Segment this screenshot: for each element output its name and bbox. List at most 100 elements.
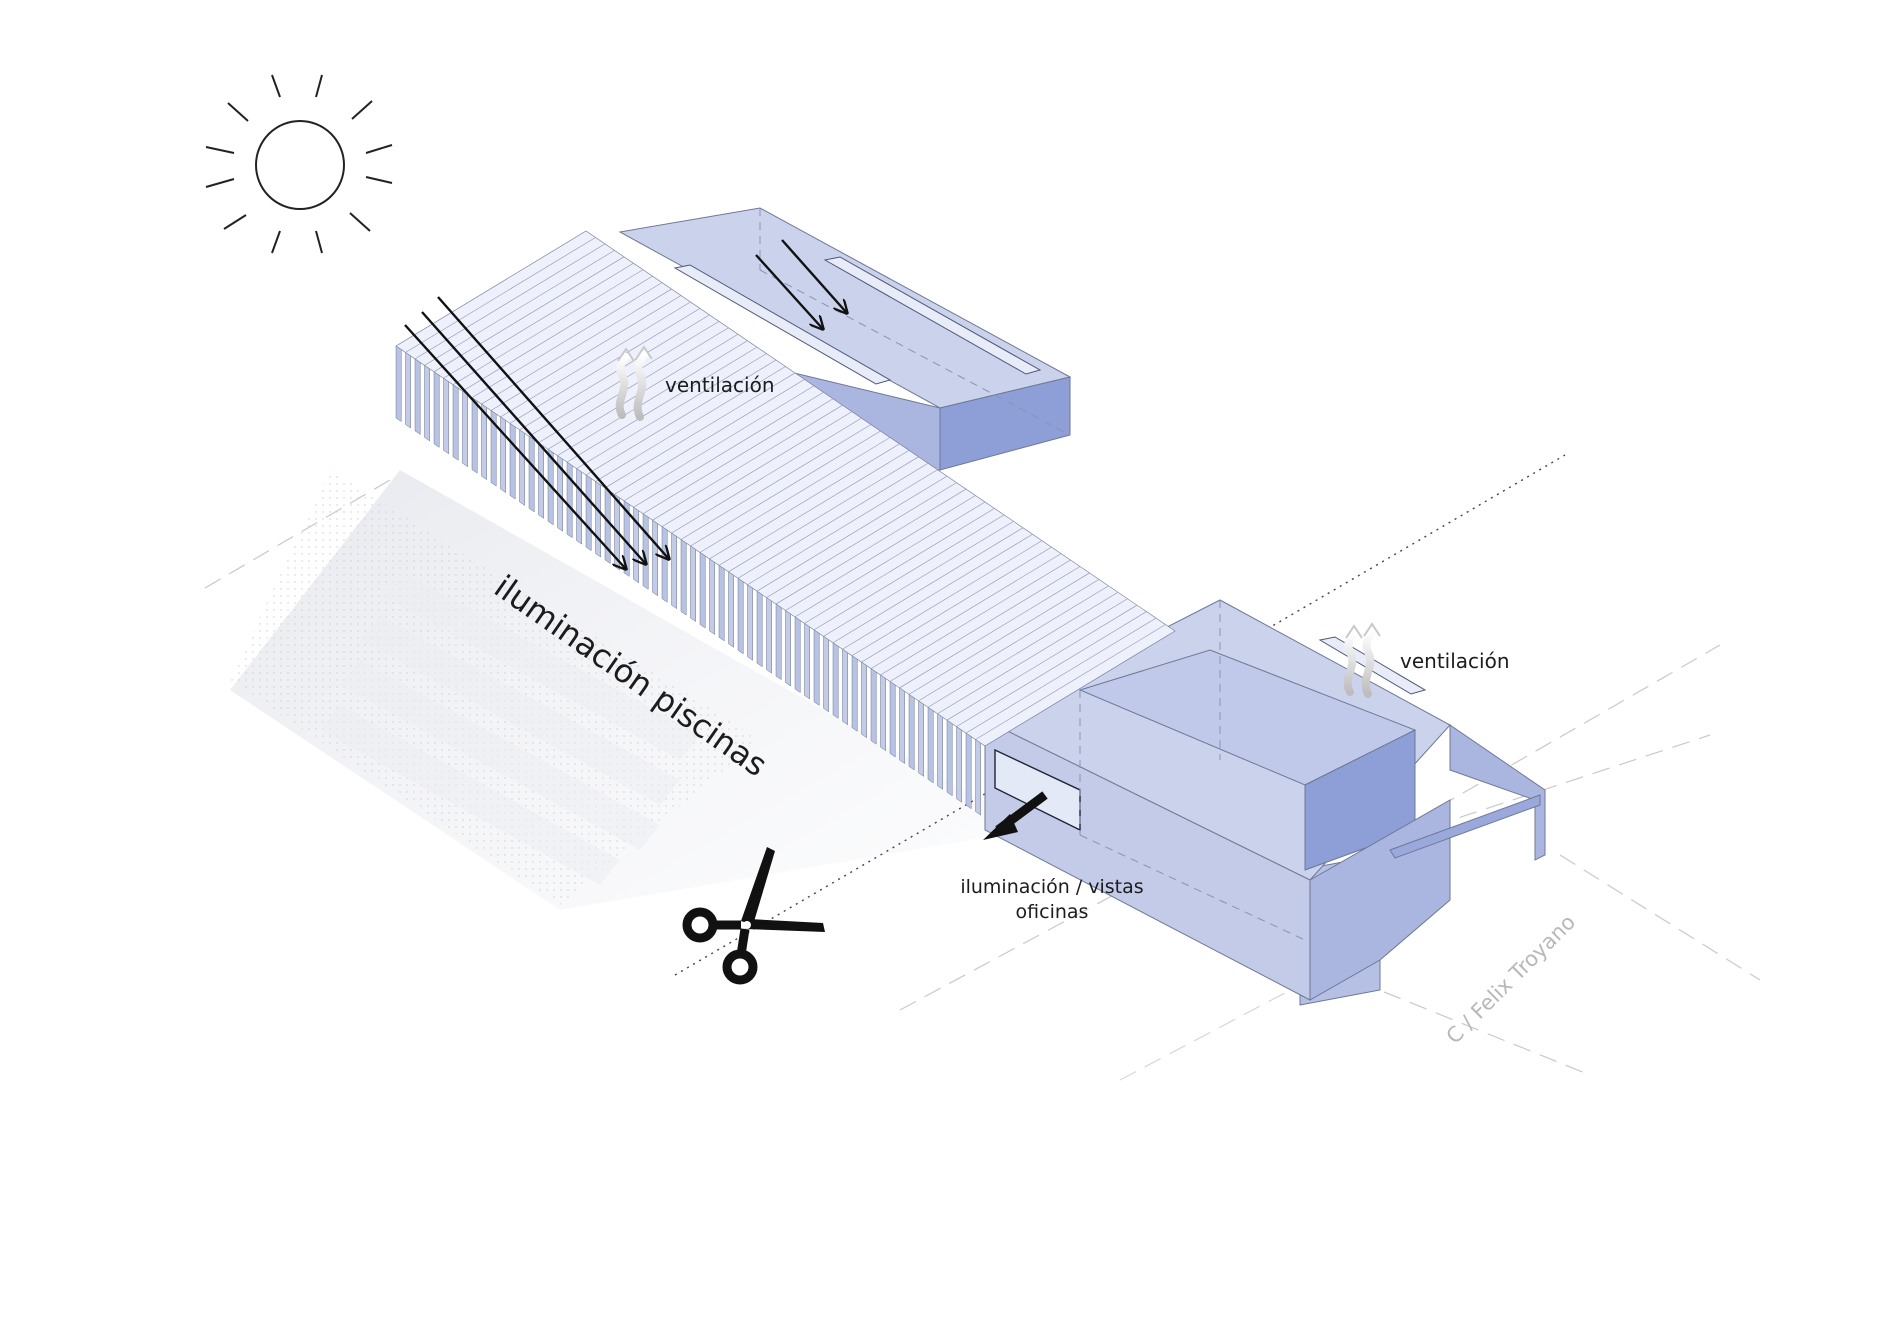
louvre-fin bbox=[500, 416, 506, 493]
louvre-fin bbox=[538, 442, 544, 519]
louvre-fin-edge bbox=[813, 514, 1005, 631]
louvre-fin-edge bbox=[775, 488, 967, 605]
louvre-fin bbox=[851, 655, 858, 732]
louvre-fin bbox=[813, 629, 820, 706]
louvre-fin-edge bbox=[661, 411, 853, 527]
louvre-fin-edge bbox=[842, 533, 1033, 650]
louvre-fin bbox=[766, 597, 772, 674]
louvre-fin bbox=[595, 481, 601, 558]
ventilation-arrows-icon bbox=[615, 345, 653, 421]
louvre-fin bbox=[433, 371, 440, 448]
louvre-fin bbox=[576, 468, 582, 545]
louvre-fin bbox=[509, 422, 516, 500]
louvre-fin-edge bbox=[889, 566, 1081, 682]
louvre-fin-edge bbox=[519, 314, 710, 431]
louvre-fin-edge bbox=[880, 559, 1071, 676]
louvre-fin-edge bbox=[756, 475, 948, 592]
louvre-fin bbox=[937, 713, 943, 790]
dashed-guide bbox=[204, 479, 391, 589]
louvre-fin bbox=[481, 403, 487, 481]
louvre-fin-edge bbox=[718, 450, 910, 566]
louvre-fin bbox=[756, 590, 763, 668]
upper-skylight-slot bbox=[673, 264, 892, 385]
louvre-fin bbox=[709, 558, 715, 635]
louvre-fin bbox=[718, 564, 725, 642]
louvre-fin-edge bbox=[538, 327, 729, 444]
louvre-fin bbox=[652, 519, 658, 597]
louvre-fin-edge bbox=[395, 230, 587, 347]
louvre-fin bbox=[889, 681, 896, 758]
louvre-fin-edge bbox=[614, 379, 805, 495]
louvre-fin bbox=[946, 719, 953, 797]
office-lighting-label-line1: iluminación / vistas bbox=[960, 876, 1143, 898]
louvre-fin-edge bbox=[804, 508, 995, 624]
louvre-fin-edge bbox=[861, 546, 1052, 663]
louvre-fin bbox=[832, 642, 839, 719]
louvre-fin bbox=[785, 610, 791, 687]
louvre-fin bbox=[965, 732, 972, 810]
dashed-guide bbox=[1559, 854, 1761, 981]
louvre-fin bbox=[690, 545, 696, 623]
louvre-fin bbox=[661, 526, 668, 603]
louvre-fin bbox=[414, 358, 421, 435]
louvre-fin bbox=[557, 455, 563, 532]
louvre-fin-edge bbox=[509, 308, 701, 424]
louvre-fin-edge bbox=[557, 340, 748, 456]
louvre-fin bbox=[918, 700, 924, 777]
louvre-fins bbox=[395, 230, 1176, 816]
canopy-frame bbox=[1449, 724, 1546, 861]
louvre-fin bbox=[471, 397, 478, 474]
ventilation-label-lower: ventilación bbox=[1400, 649, 1510, 673]
arrow-icon bbox=[421, 311, 645, 563]
louvre-fin-edge bbox=[699, 437, 891, 553]
louvre-fin-edge bbox=[433, 256, 625, 373]
louvre-fin bbox=[566, 461, 573, 539]
louvre-fin bbox=[804, 622, 810, 700]
louvre-fin-edge bbox=[405, 237, 596, 353]
louvre-fin-edge bbox=[595, 366, 786, 482]
louvre-fin-edge bbox=[443, 263, 634, 379]
louvre-fin-edge bbox=[462, 275, 653, 392]
louvre-fin bbox=[794, 616, 801, 693]
street-name-label: C / Felix Troyano bbox=[1442, 910, 1581, 1049]
louvre-fin-edge bbox=[585, 359, 777, 476]
louvre-fin bbox=[490, 410, 497, 487]
louvre-fin-edge bbox=[747, 469, 938, 585]
louvre-fin-edge bbox=[870, 553, 1062, 669]
louvre-fin bbox=[737, 577, 744, 655]
louvre-fin-edge bbox=[918, 585, 1109, 702]
louvre-fin-edge bbox=[709, 443, 900, 560]
dashed-guide bbox=[899, 869, 1161, 1011]
light-arrows bbox=[404, 239, 1048, 840]
louvre-fin-edge bbox=[832, 527, 1024, 644]
louvre-fin-edge bbox=[937, 598, 1128, 714]
louvre-fin bbox=[908, 693, 915, 771]
louvre-fin-edge bbox=[623, 385, 815, 502]
louvre-fin bbox=[775, 603, 782, 681]
hidden-edge bbox=[759, 269, 1071, 436]
louvre-fin bbox=[975, 739, 981, 816]
louvre-fin-edge bbox=[471, 282, 663, 398]
louvre-fin bbox=[927, 706, 934, 784]
arrow-icon bbox=[437, 296, 668, 558]
louvre-fin bbox=[395, 345, 402, 423]
arrow-icon bbox=[755, 254, 822, 328]
louvre-fin-edge bbox=[908, 579, 1100, 695]
louvre-fin bbox=[728, 571, 734, 648]
louvre-fin bbox=[642, 513, 649, 590]
louvre-fin-edge bbox=[927, 592, 1119, 708]
louvre-fin bbox=[405, 351, 411, 429]
louvre-fin-edge bbox=[690, 430, 881, 547]
louvre-fin-edge bbox=[604, 372, 796, 489]
louvre-fin-edge bbox=[975, 624, 1166, 740]
louvre-fin-edge bbox=[965, 617, 1157, 734]
site-ground bbox=[204, 454, 1761, 1081]
arrow-icon bbox=[404, 324, 625, 568]
canopy-strut bbox=[1389, 794, 1541, 859]
dashed-guide bbox=[1119, 984, 1301, 1081]
louvre-fin bbox=[462, 390, 468, 468]
louvre-fin bbox=[528, 435, 535, 513]
louvre-fin bbox=[519, 429, 525, 506]
louvre-fin-edge bbox=[566, 346, 758, 463]
louvre-fin-edge bbox=[823, 521, 1014, 637]
